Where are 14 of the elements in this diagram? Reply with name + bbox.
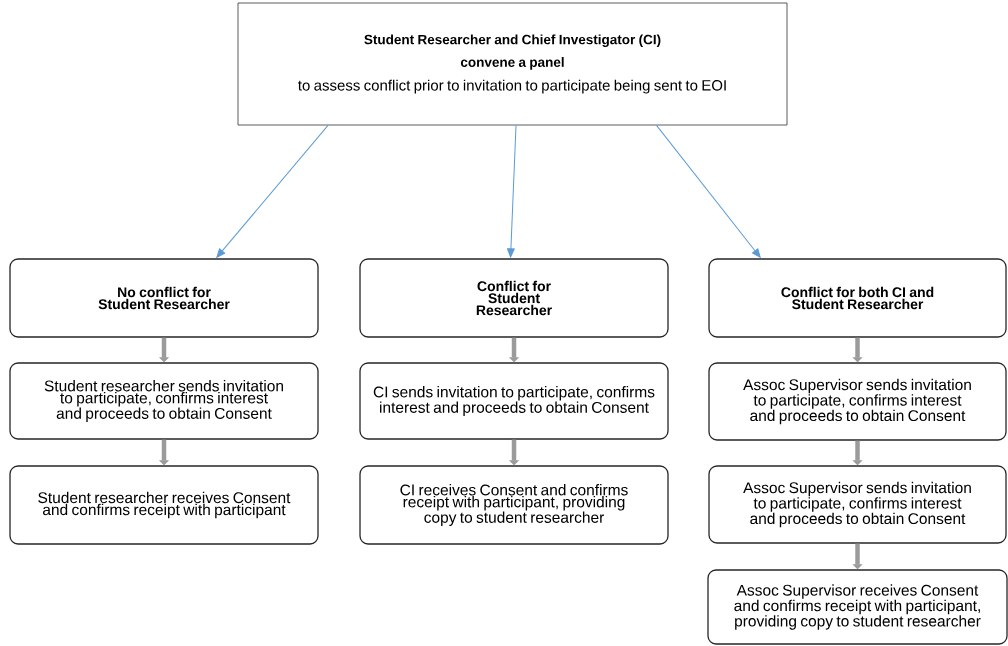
step-box: Assoc Supervisor sends invitation to participate, confirms interest and proceeds to obtain Consent — [708, 362, 1007, 441]
step-box: Assoc Supervisor receives Consent and confirms receipt with participant, providing copy to student researcher — [707, 569, 1008, 645]
outcome-box: No conflict for Student Researcher — [9, 258, 319, 338]
panel-box: Student Researcher and Chief Investigator (CI) convene a panel to assess conflict prior to invitation to participate being sent to EOI — [237, 2, 788, 126]
outcome-box: Conflict for both CI and Student Researcher — [708, 258, 1007, 338]
step-box: CI receives Consent and confirms receipt with participant, providing copy to student researcher — [359, 465, 669, 545]
arrow — [507, 124, 517, 258]
arrow — [216, 124, 329, 258]
arrow — [656, 124, 761, 258]
step-box: Student researcher sends invitation to participate, confirms interest and proceeds to obtain Consent — [9, 362, 319, 440]
step-box: Assoc Supervisor sends invitation to participate, confirms interest and proceeds to obtain Consent — [708, 465, 1007, 544]
outcome-box: Conflict for Student Researcher — [359, 258, 669, 338]
step-box: Student researcher receives Consent and confirms receipt with participant — [9, 465, 319, 545]
step-box: CI sends invitation to participate, confirms interest and proceeds to obtain Consent — [359, 362, 669, 440]
